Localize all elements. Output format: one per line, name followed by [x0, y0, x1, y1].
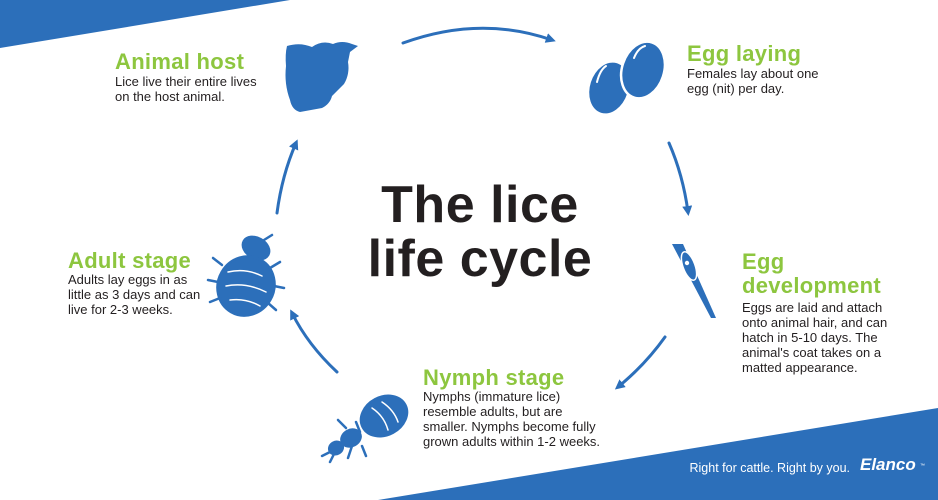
cow-head-icon — [285, 42, 358, 112]
stage-desc-egg-laying: Females lay about one egg (nit) per day. — [687, 66, 819, 96]
stage-title-egg-laying: Egg laying — [687, 41, 802, 66]
trademark-symbol: ™ — [920, 463, 925, 469]
nit-on-hair-icon — [672, 244, 716, 318]
eggs-icon — [589, 40, 667, 114]
stage-title-adult-stage: Adult stage — [68, 248, 192, 273]
stage-title-egg-development: Egg development — [742, 249, 881, 298]
stage-desc-animal-host: Lice live their entire lives on the host… — [115, 74, 257, 104]
stage-title-animal-host: Animal host — [115, 49, 245, 74]
corner-band-top-left — [0, 0, 290, 48]
arrow-nymph-to-adult — [290, 309, 339, 374]
adult-louse-icon — [206, 233, 286, 317]
stage-desc-egg-development: Eggs are laid and attach onto animal hai… — [742, 300, 888, 375]
stage-desc-nymph-stage: Nymphs (immature lice) resemble adults, … — [423, 389, 601, 449]
corner-band-bottom-right — [378, 408, 938, 500]
stage-title-nymph-stage: Nymph stage — [423, 365, 565, 390]
arrow-eggs-to-development — [667, 141, 693, 216]
nymph-louse-icon — [320, 394, 409, 464]
arrow-host-to-eggs — [401, 26, 556, 45]
elanco-logo: Elanco — [860, 455, 916, 474]
stage-desc-adult-stage: Adults lay eggs in as little as 3 days a… — [68, 272, 201, 317]
cycle-arrows — [275, 26, 693, 390]
diagram-title: The lice life cycle — [367, 176, 593, 288]
arrow-adult-to-host — [275, 139, 299, 215]
footer-tagline: Right for cattle. Right by you. — [689, 461, 851, 475]
arrow-development-to-nymph — [614, 335, 667, 390]
